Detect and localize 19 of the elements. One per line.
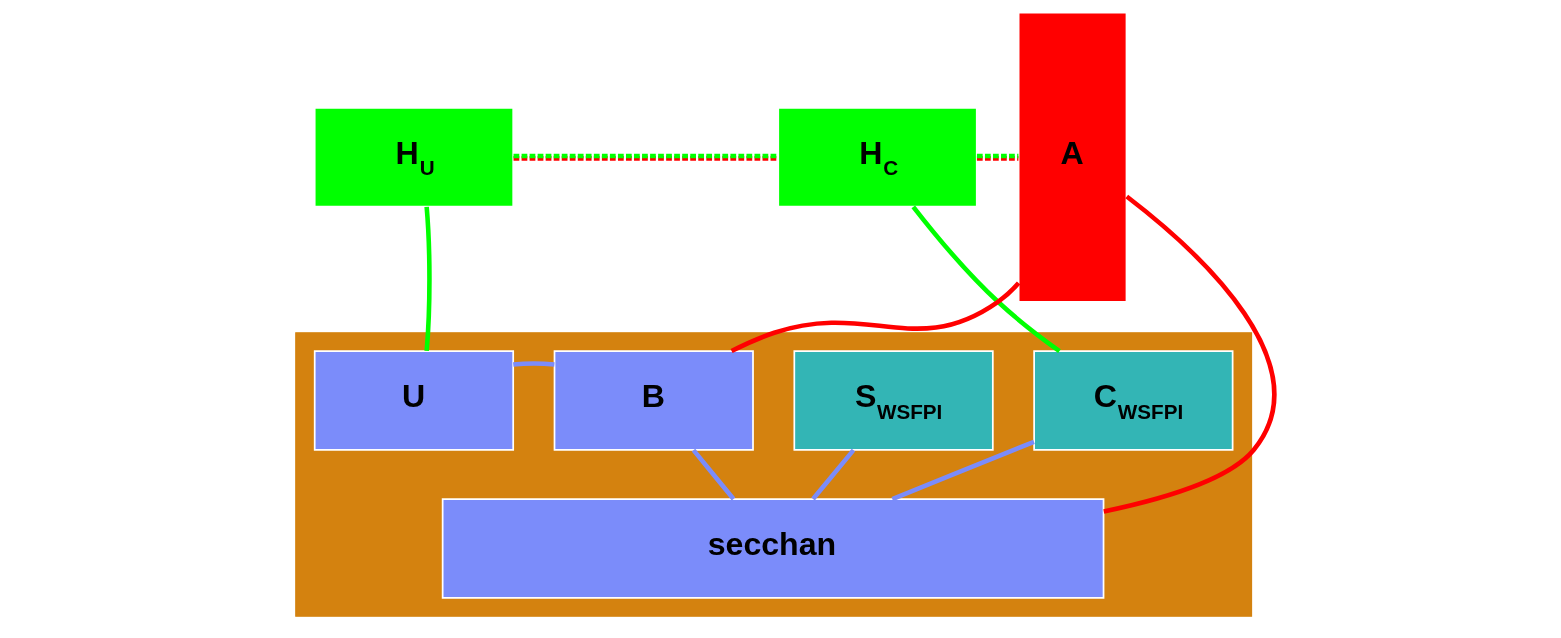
node-box: S$_{WSFPI}$ xyxy=(793,350,994,451)
connector xyxy=(811,448,856,501)
node-box: U xyxy=(313,350,515,451)
node-box: B xyxy=(553,350,754,451)
connector xyxy=(891,439,1035,502)
connector xyxy=(424,206,432,352)
connector xyxy=(1103,194,1276,514)
connector xyxy=(730,281,1021,354)
connector xyxy=(976,153,1019,161)
node-box: C$_{WSFPI}$ xyxy=(1033,350,1234,451)
node-box: H$_{C}$ xyxy=(777,107,978,208)
node-box: H$_{U}$ xyxy=(313,107,515,208)
node-box: secchan xyxy=(441,498,1105,599)
connector xyxy=(513,361,555,367)
connector xyxy=(513,153,778,161)
cluster xyxy=(295,332,1253,617)
connector xyxy=(691,448,736,501)
connector xyxy=(911,205,1061,353)
node-box: A xyxy=(1017,11,1128,303)
